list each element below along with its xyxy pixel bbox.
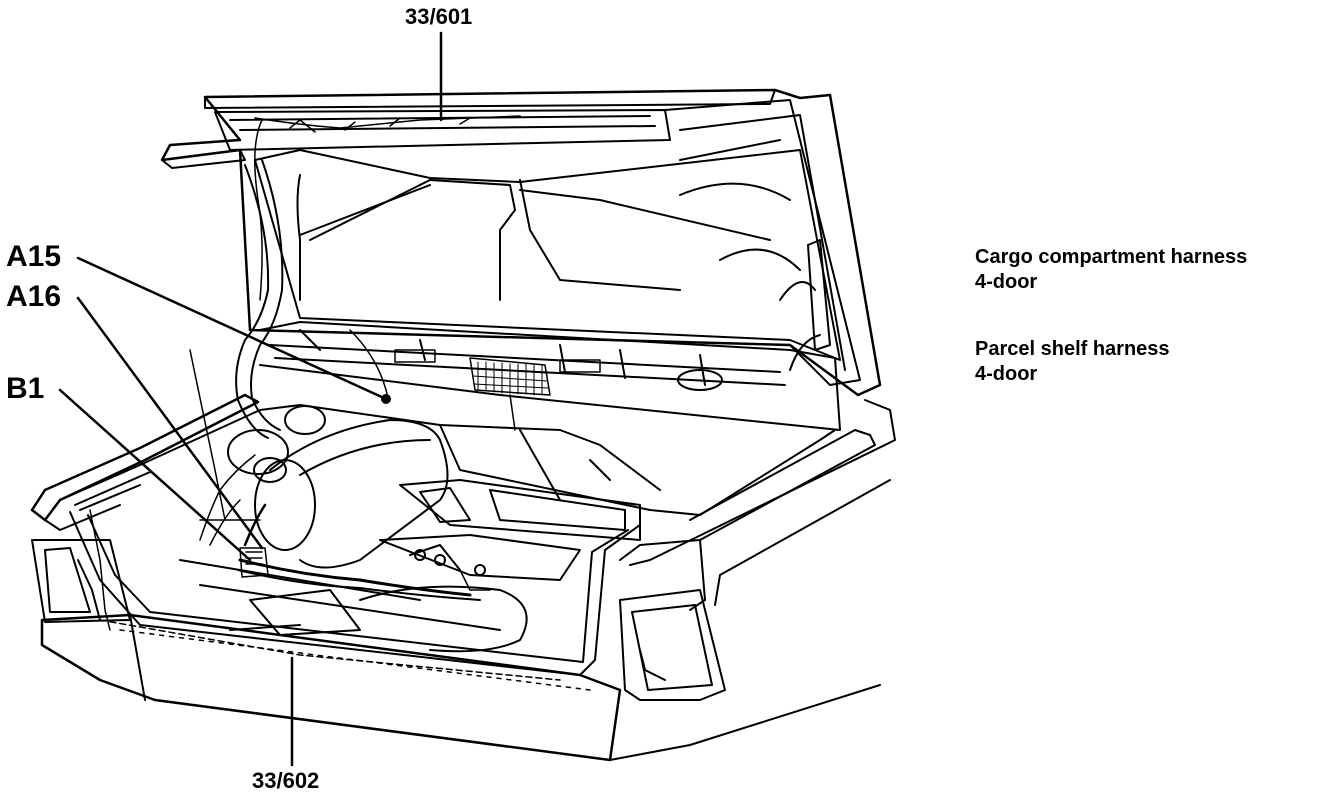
leader-b1: [60, 390, 250, 560]
legend-entry-cargo-harness-title: Cargo compartment harness: [975, 246, 1248, 268]
trunk-lid: [162, 90, 880, 395]
lid-hinge-harness: [228, 160, 325, 482]
leader-a16: [78, 298, 262, 548]
callout-33-601: 33/601: [405, 4, 473, 29]
parcel-shelf: [260, 322, 840, 430]
car-body: [32, 395, 895, 760]
legend-entry-parcel-harness-title: Parcel shelf harness: [975, 338, 1170, 360]
callout-a16: A16: [6, 280, 62, 313]
leader-lines: [60, 33, 441, 765]
leader-a15: [78, 258, 386, 399]
legend-entry-parcel-harness-variant: 4-door: [975, 363, 1038, 385]
legend-entry-cargo-harness-variant: 4-door: [975, 271, 1038, 293]
callout-33-602: 33/602: [252, 768, 320, 793]
callout-a15: A15: [6, 240, 62, 273]
callout-b1: B1: [6, 372, 45, 405]
cargo-harness: [90, 350, 560, 680]
